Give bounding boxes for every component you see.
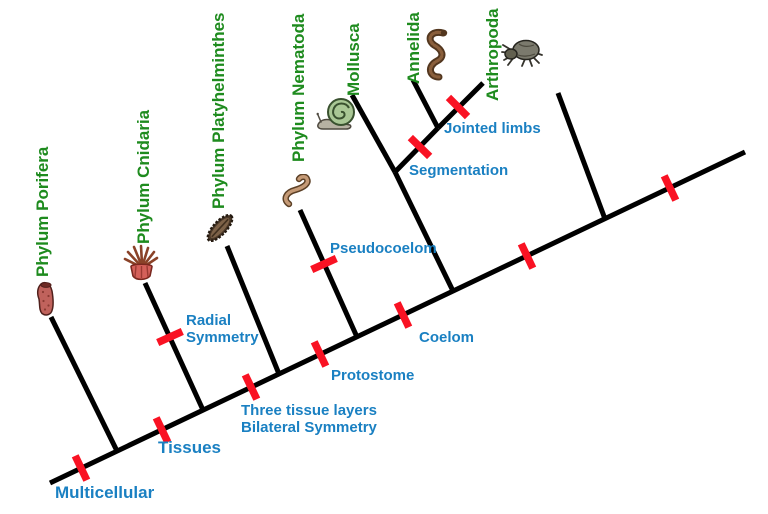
- tick-multicellular: [71, 454, 91, 482]
- trait-label-pseudocoelom: Pseudocoelom: [330, 240, 437, 257]
- phylum-label-cnidaria: Phylum Cnidaria: [134, 109, 153, 244]
- branch-annelida: [410, 78, 441, 130]
- sponge-icon: [36, 281, 54, 316]
- tick-radial-symmetry: [156, 327, 184, 347]
- phylum-label-platyhelminthes: Phylum Platyhelminthes: [209, 12, 228, 210]
- branch-nematoda: [297, 208, 360, 339]
- branch-mollusca-stem: [392, 170, 456, 293]
- branch-mollusca: [349, 93, 398, 174]
- trait-label-line1: Three tissue layers: [241, 402, 377, 419]
- trait-label-segmentation: Segmentation: [409, 162, 509, 179]
- tick-jointed-limbs: [445, 94, 471, 120]
- spider-icon: [501, 39, 543, 67]
- tick-three-tissue-layers: [241, 373, 261, 401]
- trait-label-jointed-limbs: Jointed limbs: [444, 120, 541, 137]
- tick-protostome: [310, 340, 330, 368]
- branch-cnidaria: [142, 281, 206, 412]
- branch-lines: [48, 78, 747, 486]
- trait-label-protostome: Protostome: [331, 367, 415, 384]
- roundworm-icon: [282, 174, 311, 208]
- branch-unlabeled: [555, 92, 608, 220]
- branch-platyhelminthes: [224, 245, 282, 375]
- trait-ticks: [71, 94, 680, 482]
- phylum-label-porifera: Phylum Porifera: [33, 146, 52, 277]
- tick-pseudocoelom: [310, 254, 338, 274]
- sea-anemone-icon: [123, 244, 159, 281]
- phylum-label-arthropoda: Arthropoda: [483, 8, 502, 101]
- trait-label-line1: Radial: [186, 312, 232, 329]
- tick-tissues: [152, 416, 172, 444]
- flatworm-icon: [206, 213, 234, 243]
- branch-porifera: [48, 315, 120, 453]
- trait-label-tissues: Tissues: [158, 438, 222, 457]
- phylum-label-annelida: Annelida: [404, 12, 423, 84]
- trait-label-radial-symmetry: Radial Symmetry: [186, 312, 259, 346]
- branch-annelida-arthropoda: [393, 126, 440, 174]
- snail-icon: [316, 98, 355, 130]
- trait-label-coelom: Coelom: [419, 329, 475, 346]
- trait-label-line2: Bilateral Symmetry: [241, 419, 377, 436]
- tick-unlabeled-2: [660, 174, 680, 202]
- phylum-label-mollusca: Mollusca: [344, 23, 363, 96]
- trunk-line: [48, 149, 747, 486]
- segmented-worm-icon: [426, 28, 448, 81]
- trait-label-multicellular: Multicellular: [55, 483, 155, 502]
- trait-label-line2: Symmetry: [186, 329, 259, 346]
- tick-coelom: [393, 301, 413, 329]
- tick-unlabeled-1: [517, 242, 537, 270]
- tick-segmentation: [407, 134, 433, 160]
- phylum-label-nematoda: Phylum Nematoda: [289, 13, 308, 162]
- trait-label-three-tissue-layers: Three tissue layers Bilateral Symmetry: [241, 402, 377, 436]
